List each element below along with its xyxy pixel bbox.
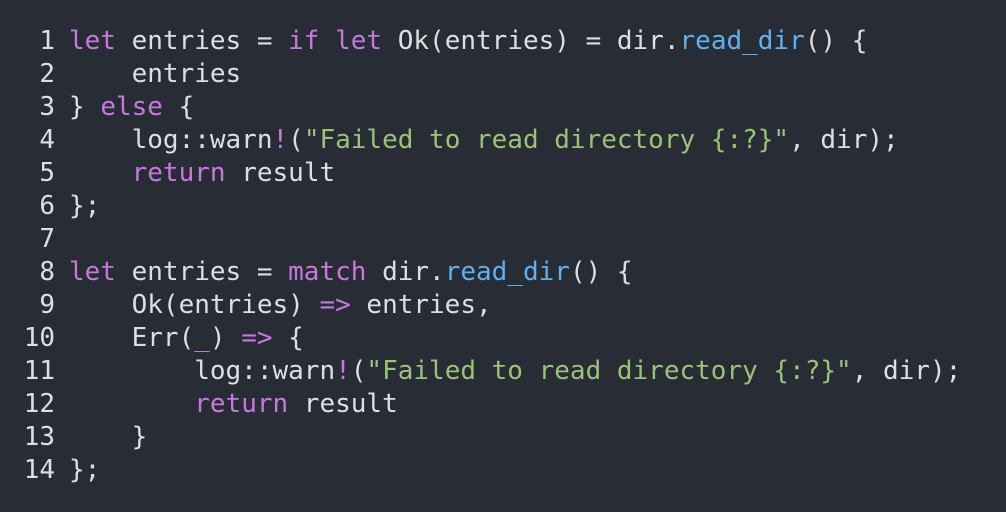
code-token-keyword: if bbox=[288, 26, 320, 56]
code-token-function: read_dir bbox=[444, 257, 570, 287]
code-token-plain: Err( bbox=[69, 323, 195, 353]
line-number: 14 bbox=[23, 455, 55, 485]
line-number: 1 bbox=[39, 26, 55, 56]
code-token-keyword: => bbox=[319, 290, 351, 320]
code-line[interactable]: 9 Ok(entries) => entries, bbox=[0, 289, 1006, 322]
code-token-plain: }; bbox=[69, 191, 101, 221]
code-token-keyword: => bbox=[241, 323, 273, 353]
line-code: return result bbox=[69, 157, 336, 190]
code-token-plain: } bbox=[69, 92, 101, 122]
line-number: 2 bbox=[39, 59, 55, 89]
code-token-plain: Ok(entries) bbox=[69, 290, 320, 320]
line-number: 4 bbox=[39, 125, 55, 155]
line-code: } else { bbox=[69, 91, 194, 124]
code-token-plain: entries, bbox=[350, 290, 492, 320]
code-token-plain bbox=[69, 389, 194, 419]
line-code: let entries = match dir.read_dir() { bbox=[69, 256, 633, 289]
code-token-plain: ) bbox=[209, 323, 242, 353]
code-line[interactable]: 11 log::warn!("Failed to read directory … bbox=[0, 355, 1006, 388]
code-token-plain: , dir); bbox=[789, 125, 899, 155]
code-token-keyword: match bbox=[288, 257, 367, 287]
code-token-plain bbox=[319, 26, 335, 56]
line-code: let entries = if let Ok(entries) = dir.r… bbox=[69, 25, 867, 58]
line-code: return result bbox=[69, 388, 398, 421]
code-token-keyword: return bbox=[194, 389, 289, 419]
code-token-keyword: else bbox=[100, 92, 163, 122]
line-code: }; bbox=[69, 190, 100, 223]
code-token-plain: dir. bbox=[366, 257, 445, 287]
code-line[interactable]: 5 return result bbox=[0, 157, 1006, 190]
code-line[interactable]: 14}; bbox=[0, 454, 1006, 487]
code-token-plain: result bbox=[288, 389, 398, 419]
line-number: 13 bbox=[23, 422, 55, 452]
code-line[interactable]: 10 Err(_) => { bbox=[0, 322, 1006, 355]
line-number: 11 bbox=[23, 356, 55, 386]
code-token-keyword: let bbox=[69, 257, 116, 287]
code-line[interactable]: 8 let entries = match dir.read_dir() { bbox=[0, 256, 1006, 289]
code-line[interactable]: 2 entries bbox=[0, 58, 1006, 91]
line-number: 3 bbox=[39, 92, 55, 122]
code-token-plain: { bbox=[162, 92, 195, 122]
line-code: }; bbox=[69, 454, 100, 487]
code-token-keyword: _ bbox=[194, 323, 210, 353]
code-token-string: "Failed to read directory {:?}" bbox=[366, 356, 852, 386]
code-token-keyword: ! bbox=[335, 356, 351, 386]
code-token-keyword: let bbox=[335, 26, 383, 56]
line-number: 8 bbox=[39, 257, 55, 287]
code-token-plain: { bbox=[272, 323, 304, 353]
code-token-plain: result bbox=[225, 158, 336, 188]
code-line[interactable]: 7 bbox=[0, 223, 1006, 256]
code-token-plain: () { bbox=[804, 26, 868, 56]
line-code: log::warn!("Failed to read directory {:?… bbox=[69, 355, 961, 388]
code-token-plain: log::warn bbox=[69, 125, 273, 155]
code-token-function: read_dir bbox=[679, 26, 805, 56]
code-line[interactable]: 6}; bbox=[0, 190, 1006, 223]
code-token-plain: ( bbox=[288, 125, 304, 155]
code-token-plain: entries = bbox=[115, 26, 289, 56]
code-token-plain: , dir); bbox=[851, 356, 962, 386]
code-token-plain: ( bbox=[350, 356, 367, 386]
code-token-plain: () { bbox=[569, 257, 633, 287]
code-token-plain bbox=[69, 158, 132, 188]
code-token-keyword: return bbox=[131, 158, 226, 188]
line-code: Err(_) => { bbox=[69, 322, 304, 355]
code-token-plain: Ok(entries) = dir. bbox=[382, 26, 680, 56]
line-number: 10 bbox=[23, 323, 55, 353]
line-code: Ok(entries) => entries, bbox=[69, 289, 492, 322]
code-line[interactable]: 4 log::warn!("Failed to read directory {… bbox=[0, 124, 1006, 157]
code-token-plain: }; bbox=[69, 455, 101, 485]
code-token-plain: } bbox=[69, 422, 148, 452]
code-line[interactable]: 1 let entries = if let Ok(entries) = dir.… bbox=[0, 25, 1006, 58]
line-code: log::warn!("Failed to read directory {:?… bbox=[69, 124, 899, 157]
code-line[interactable]: 3} else { bbox=[0, 91, 1006, 124]
line-code: } bbox=[69, 421, 148, 454]
code-token-plain: entries bbox=[69, 59, 242, 89]
code-line[interactable]: 12 return result bbox=[0, 388, 1006, 421]
line-number: 5 bbox=[39, 158, 55, 188]
code-token-keyword: let bbox=[69, 26, 116, 56]
code-token-plain: log::warn bbox=[69, 356, 336, 386]
code-token-keyword: ! bbox=[272, 125, 289, 155]
code-token-string: "Failed to read directory {:?}" bbox=[303, 125, 790, 155]
line-number: 7 bbox=[39, 224, 55, 254]
line-number: 12 bbox=[23, 389, 55, 419]
code-line[interactable]: 13 } bbox=[0, 421, 1006, 454]
line-number: 9 bbox=[39, 290, 55, 320]
line-code: entries bbox=[69, 58, 242, 91]
code-token-plain: entries = bbox=[115, 257, 289, 287]
line-number: 6 bbox=[39, 191, 55, 221]
